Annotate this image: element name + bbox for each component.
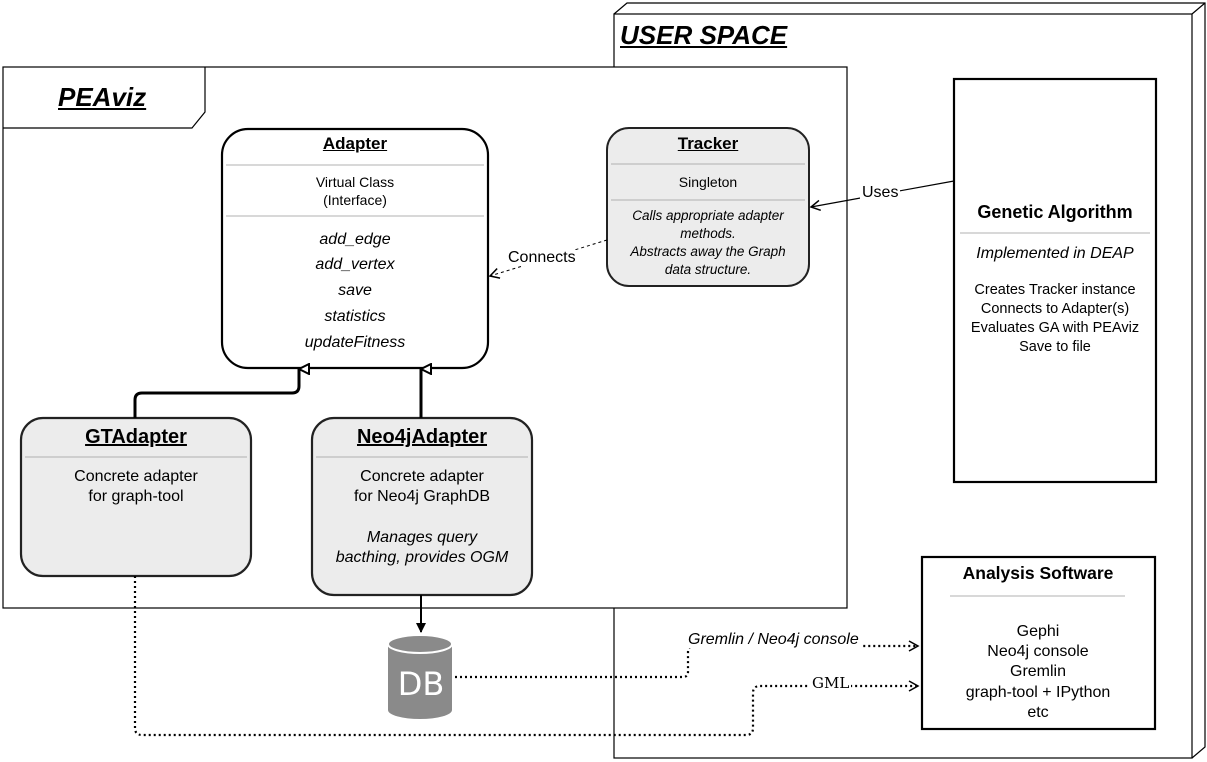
gtadapter-desc-line-1: Concrete adapter: [74, 468, 198, 485]
gremlin-label: Gremlin / Neo4j console: [686, 631, 861, 648]
analysis-item-graph-tool: graph-tool + IPython: [965, 684, 1111, 701]
gtadapter-inherits-edge: [133, 369, 299, 418]
connects-label: Connects: [506, 249, 578, 266]
adapter-method-statistics: statistics: [324, 308, 386, 325]
tracker-kind: Singleton: [678, 174, 738, 190]
analysis-item-etc: etc: [1027, 704, 1049, 721]
adapter-method-save: save: [338, 282, 372, 299]
genetic-algorithm-box: [952, 77, 1158, 484]
gtadapter-title: GTAdapter: [85, 426, 187, 448]
adapter-method-add-edge: add_edge: [319, 231, 391, 248]
adapter-kind-line-1: Virtual Class: [315, 174, 395, 190]
tracker-desc-line-1: Calls appropriate adapter: [632, 208, 784, 223]
tracker-box: [606, 127, 810, 287]
analysis-item-neo4j-console: Neo4j console: [987, 643, 1089, 660]
database-label: DB: [397, 665, 445, 703]
analysis-item-gremlin: Gremlin: [1009, 663, 1067, 680]
peaviz-title: PEAviz: [58, 82, 147, 112]
adapter-method-update-fitness: updateFitness: [304, 334, 406, 351]
user-space-title: USER SPACE: [620, 20, 788, 50]
gremlin-edge: [455, 640, 920, 679]
database-cylinder: [387, 634, 453, 719]
ga-item-create-tracker: Creates Tracker instance: [974, 282, 1136, 298]
tracker-desc-line-3: Abstracts away the Graph: [630, 244, 786, 259]
neo4jadapter-note-line-2: bacthing, provides OGM: [335, 549, 509, 566]
ga-item-connect-adapters: Connects to Adapter(s): [980, 301, 1130, 317]
adapter-kind-line-2: (Interface): [323, 192, 387, 208]
gtadapter-desc-line-2: for graph-tool: [88, 488, 184, 505]
gml-label: GML: [810, 674, 852, 692]
neo4jadapter-desc-line-2: for Neo4j GraphDB: [353, 488, 491, 505]
genetic-algorithm-title: Genetic Algorithm: [977, 202, 1133, 222]
analysis-software-box: [920, 555, 1157, 731]
tracker-desc-line-4: data structure.: [664, 262, 752, 277]
tracker-desc-line-2: methods.: [680, 226, 736, 241]
ga-item-save: Save to file: [1019, 339, 1091, 355]
analysis-software-title: Analysis Software: [962, 563, 1114, 583]
analysis-item-gephi: Gephi: [1016, 623, 1060, 640]
neo4jadapter-desc-line-1: Concrete adapter: [360, 468, 484, 485]
neo4jadapter-note-line-1: Manages query: [366, 529, 478, 546]
adapter-box: [220, 127, 490, 370]
adapter-title: Adapter: [322, 134, 388, 153]
adapter-method-add-vertex: add_vertex: [315, 256, 395, 273]
ga-item-evaluate: Evaluates GA with PEAviz: [970, 320, 1140, 336]
genetic-algorithm-subtitle: Implemented in DEAP: [976, 245, 1134, 262]
tracker-title: Tracker: [677, 134, 739, 153]
uses-label: Uses: [860, 184, 901, 201]
neo4jadapter-title: Neo4jAdapter: [356, 426, 488, 448]
